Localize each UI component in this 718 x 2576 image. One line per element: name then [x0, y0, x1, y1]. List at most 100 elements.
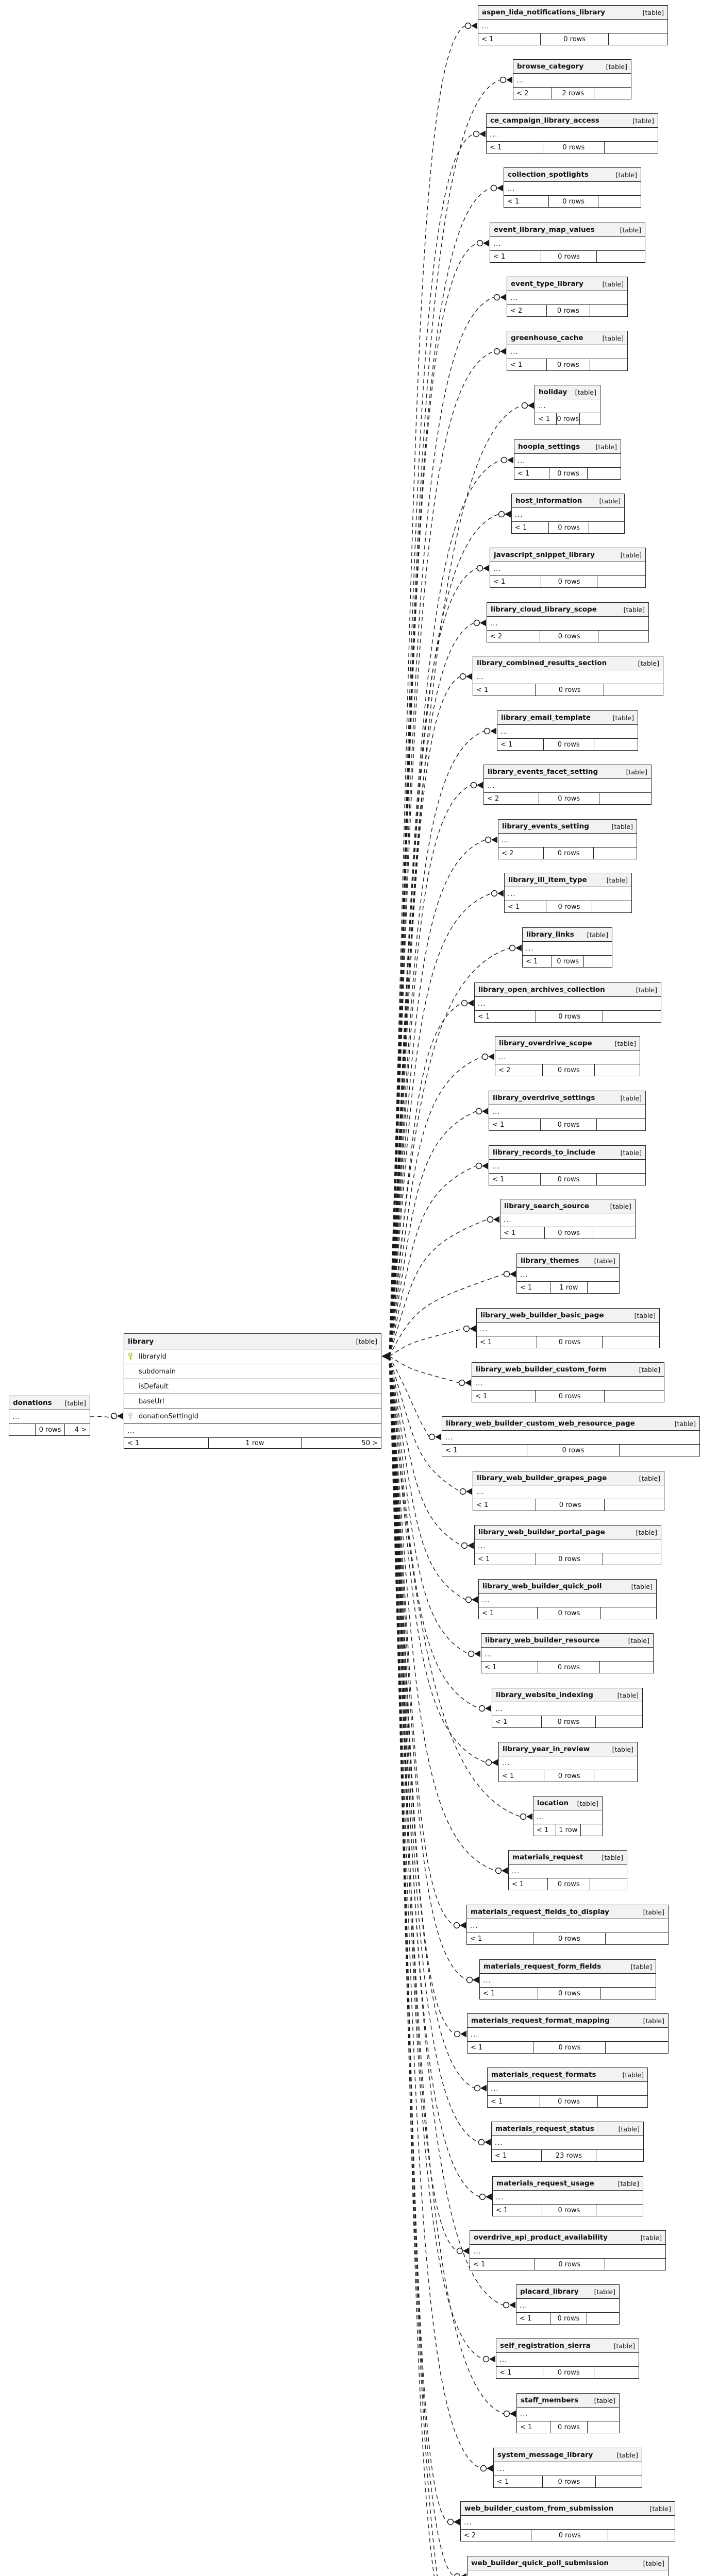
table-materials_request_status[interactable]: materials_request_status [table] ... < 1…	[491, 2122, 644, 2162]
table-header: library_overdrive_settings [table]	[489, 1091, 645, 1105]
table-library_web_builder_portal_page[interactable]: library_web_builder_portal_page [table] …	[474, 1525, 661, 1565]
table-footer: < 1 0 rows	[475, 1553, 661, 1565]
table-web_builder_quick_poll_submission[interactable]: web_builder_quick_poll_submission [table…	[467, 2556, 669, 2576]
footer-child-degrees	[596, 1716, 642, 1727]
table-type-tag: [table]	[594, 2287, 615, 2296]
edge-zero-one-circle	[479, 2193, 486, 2200]
table-library_ill_item_type[interactable]: library_ill_item_type [table] ... < 1 0 …	[504, 873, 632, 913]
table-materials_request_formats[interactable]: materials_request_formats [table] ... < …	[487, 2067, 648, 2108]
table-greenhouse_cache[interactable]: greenhouse_cache [table] ... < 1 0 rows	[507, 331, 628, 371]
table-type-tag: [table]	[613, 2342, 635, 2350]
table-name: aspen_lida_notifications_library	[482, 8, 606, 16]
relationship-edge	[389, 1356, 479, 1709]
footer-child-degrees	[597, 576, 645, 587]
table-self_registration_sierra[interactable]: self_registration_sierra [table] ... < 1…	[496, 2338, 639, 2379]
footer-parent-degrees: < 1	[493, 2205, 543, 2216]
table-library_web_builder_resource[interactable]: library_web_builder_resource [table] ...…	[481, 1633, 654, 1673]
table-donations[interactable]: donations [table] ... 0 rows 4 >	[9, 1396, 90, 1436]
edge-arrowhead	[483, 240, 489, 247]
footer-child-degrees	[596, 2150, 643, 2161]
table-library_overdrive_settings[interactable]: library_overdrive_settings [table] ... <…	[489, 1091, 646, 1131]
table-library_email_template[interactable]: library_email_template [table] ... < 1 0…	[497, 710, 638, 751]
edge-zero-one-circle	[459, 673, 466, 680]
table-event_type_library[interactable]: event_type_library [table] ... < 2 0 row…	[507, 277, 628, 317]
table-holiday[interactable]: holiday [table] ... < 1 0 rows	[535, 385, 600, 425]
more-columns-row: ...	[471, 2030, 479, 2039]
table-library_year_in_review[interactable]: library_year_in_review [table] ... < 1 0…	[498, 1742, 638, 1782]
footer-parent-degrees: < 1	[487, 142, 543, 153]
table-event_library_map_values[interactable]: event_library_map_values [table] ... < 1…	[490, 223, 645, 263]
table-materials_request_format_mapping[interactable]: materials_request_format_mapping [table]…	[467, 2013, 669, 2054]
table-overdrive_api_product_availability[interactable]: overdrive_api_product_availability [tabl…	[470, 2230, 666, 2270]
footer-parent-degrees: < 1	[478, 33, 541, 45]
table-library_web_builder_custom_web_resource_page[interactable]: library_web_builder_custom_web_resource_…	[442, 1416, 700, 1456]
table-type-tag: [table]	[356, 1337, 377, 1345]
table-header: materials_request_usage [table]	[493, 2177, 643, 2191]
table-columns: ...	[517, 2408, 619, 2421]
table-library_combined_results_section[interactable]: library_combined_results_section [table]…	[473, 656, 663, 696]
table-materials_request_fields_to_display[interactable]: materials_request_fields_to_display [tab…	[466, 1905, 669, 1945]
table-library_web_builder_grapes_page[interactable]: library_web_builder_grapes_page [table] …	[473, 1471, 664, 1511]
column-row-libraryId[interactable]: libraryId	[124, 1349, 381, 1364]
column-row-baseUrl[interactable]: baseUrl	[124, 1394, 381, 1409]
table-hoopla_settings[interactable]: hoopla_settings [table] ... < 1 0 rows	[514, 439, 621, 480]
table-name: web_builder_quick_poll_submission	[471, 2559, 609, 2567]
footer-row-count: 0 rows	[536, 1553, 604, 1565]
table-library_themes[interactable]: library_themes [table] ... < 1 1 row	[516, 1253, 620, 1294]
table-javascript_snippet_library[interactable]: javascript_snippet_library [table] ... <…	[490, 548, 646, 588]
table-columns: ...	[509, 1865, 627, 1878]
edge-zero-one-circle	[475, 1108, 482, 1115]
table-library_records_to_include[interactable]: library_records_to_include [table] ... <…	[489, 1145, 646, 1185]
footer-row-count: 0 rows	[538, 1662, 600, 1673]
edge-arrowhead	[473, 1976, 479, 1984]
table-columns: ...	[507, 345, 627, 359]
table-library_open_archives_collection[interactable]: library_open_archives_collection [table]…	[474, 982, 661, 1023]
table-placard_library[interactable]: placard_library [table] ... < 1 0 rows	[516, 2284, 620, 2325]
table-header: library_events_facet_setting [table]	[484, 765, 651, 779]
edge-arrowhead	[487, 2465, 493, 2472]
table-materials_request_form_fields[interactable]: materials_request_form_fields [table] ..…	[479, 1959, 656, 1999]
table-name: ce_campaign_library_access	[490, 116, 599, 125]
table-header: aspen_lida_notifications_library [table]	[478, 6, 667, 20]
table-ce_campaign_library_access[interactable]: ce_campaign_library_access [table] ... <…	[486, 113, 658, 154]
table-system_message_library[interactable]: system_message_library [table] ... < 1 0…	[493, 2448, 642, 2488]
table-library_web_builder_custom_form[interactable]: library_web_builder_custom_form [table] …	[472, 1362, 664, 1402]
table-library_web_builder_basic_page[interactable]: library_web_builder_basic_page [table] .…	[476, 1308, 660, 1348]
table-type-tag: [table]	[612, 1745, 633, 1753]
table-library_website_indexing[interactable]: library_website_indexing [table] ... < 1…	[492, 1688, 643, 1728]
table-name: event_type_library	[511, 280, 583, 288]
edge-arrowhead	[435, 1433, 441, 1440]
footer-row-count: 0 rows	[536, 684, 604, 696]
table-materials_request[interactable]: materials_request [table] ... < 1 0 rows	[508, 1850, 627, 1890]
edge-arrowhead	[506, 76, 512, 83]
table-aspen_lida_notifications_library[interactable]: aspen_lida_notifications_library [table]…	[478, 5, 668, 45]
table-web_builder_custom_from_submission[interactable]: web_builder_custom_from_submission [tabl…	[460, 2501, 675, 2541]
table-collection_spotlights[interactable]: collection_spotlights [table] ... < 1 0 …	[504, 167, 641, 208]
table-type-tag: [table]	[617, 1691, 639, 1699]
more-columns-row: ...	[495, 2139, 503, 2147]
table-staff_members[interactable]: staff_members [table] ... < 1 0 rows	[516, 2393, 620, 2433]
table-footer: < 1 0 rows	[512, 521, 624, 533]
table-location[interactable]: location [table] ... < 1 1 row	[533, 1796, 603, 1836]
column-row-subdomain[interactable]: subdomain	[124, 1364, 381, 1379]
table-library_web_builder_quick_poll[interactable]: library_web_builder_quick_poll [table] .…	[478, 1579, 657, 1619]
footer-row-count: 0 rows	[541, 1174, 597, 1185]
column-row-donationSettingId[interactable]: donationSettingId	[124, 1409, 381, 1424]
table-library_events_facet_setting[interactable]: library_events_facet_setting [table] ...…	[483, 765, 652, 805]
column-row-isDefault[interactable]: isDefault	[124, 1379, 381, 1394]
table-footer: < 1 0 rows	[473, 684, 663, 696]
footer-row-count: 0 rows	[540, 631, 598, 642]
table-library_events_setting[interactable]: library_events_setting [table] ... < 2 0…	[498, 819, 637, 859]
table-host_information[interactable]: host_information [table] ... < 1 0 rows	[511, 494, 625, 534]
table-materials_request_usage[interactable]: materials_request_usage [table] ... < 1 …	[492, 2176, 643, 2216]
relationship-edge	[389, 460, 502, 1357]
relationship-edge	[389, 1165, 476, 1357]
table-library_links[interactable]: library_links [table] ... < 1 0 rows	[522, 927, 612, 968]
table-columns: ...	[490, 237, 645, 250]
table-browse_category[interactable]: browse_category [table] ... < 2 2 rows	[513, 59, 631, 99]
table-library_overdrive_scope[interactable]: library_overdrive_scope [table] ... < 2 …	[495, 1036, 640, 1076]
table-library_search_source[interactable]: library_search_source [table] ... < 1 0 …	[500, 1199, 636, 1239]
footer-parent-degrees: < 2	[484, 793, 539, 804]
table-library_cloud_library_scope[interactable]: library_cloud_library_scope [table] ... …	[487, 602, 649, 642]
